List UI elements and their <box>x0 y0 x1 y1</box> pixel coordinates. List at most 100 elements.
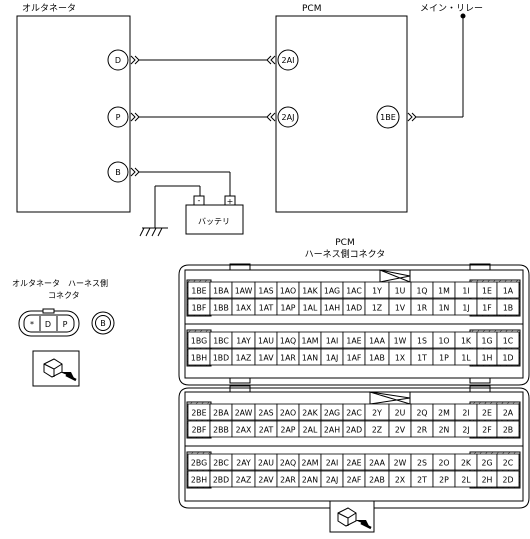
connector-pin-label: 2L <box>461 476 471 485</box>
connector-pin-label: 1L <box>461 354 471 363</box>
connector-pin-label: 1BH <box>191 354 207 363</box>
connector-pin-label: 2H <box>482 476 493 485</box>
connector-pin-label: 1AE <box>346 337 361 346</box>
connector-pin-label: 1Q <box>416 287 427 296</box>
connector-pin-label: 2AA <box>369 459 386 468</box>
connector-pin-cell <box>496 470 520 488</box>
connector-pin-label: 1Y <box>372 287 382 296</box>
connector-pin-label: 1AT <box>259 304 274 313</box>
connector-pin-label: 2A <box>503 409 514 418</box>
connector-pin-label: 1P <box>439 354 449 363</box>
connector-pin-cell <box>496 281 520 299</box>
connector-pin-label: 2Z <box>372 426 382 435</box>
pcm-terminal-2ai: 2AI <box>277 49 299 71</box>
connector-view-icon-alt <box>32 350 80 387</box>
alt-terminal-p: P <box>107 106 129 128</box>
connector-pin-label: 2AP <box>281 426 296 435</box>
connector-pin-label: 2G <box>481 459 492 468</box>
pcm-terminal-2aj: 2AJ <box>277 106 299 128</box>
connector-pin-label: 2D <box>503 476 514 485</box>
connector-pin-label: 1E <box>482 287 492 296</box>
connector-pin-label: 2M <box>438 409 450 418</box>
battery-label: バッテリ <box>198 217 230 226</box>
battery: - + バッテリ <box>185 195 244 235</box>
connector-pin-label: 1AP <box>281 304 296 313</box>
connector-pin-label: 1AG <box>324 287 340 296</box>
connector-pin-label: 2X <box>395 476 406 485</box>
connector-pin-label: 1BF <box>192 304 207 313</box>
connector-pin-label: 2AI <box>326 459 339 468</box>
connector-pin-label: 1Z <box>372 304 382 313</box>
wire-b-battery <box>130 167 231 198</box>
connector-pin-label: 1BC <box>213 337 229 346</box>
svg-text:B: B <box>100 319 106 328</box>
connector-pin-label: 1AQ <box>280 337 296 346</box>
pcm-terminal-1be: 1BE <box>376 105 400 129</box>
alt-connector-title-2: コネクタ <box>48 291 80 300</box>
connector-pin-label: 2V <box>395 426 406 435</box>
connector-pin-label: 2AB <box>369 476 385 485</box>
connector-pin-label: 1AN <box>302 354 318 363</box>
connector-pin-label: 1AK <box>302 287 318 296</box>
connector-pin-cell <box>496 453 520 471</box>
pcm-connector-title-2: ハーネス側コネクタ <box>305 248 386 260</box>
connector-pin-label: 2E <box>482 409 492 418</box>
connector-pin-label: 1T <box>417 354 427 363</box>
connector-pin-label: 1B <box>503 304 513 313</box>
connector-pin-label: 2AD <box>346 426 362 435</box>
connector-pin-label: 2AU <box>258 459 274 468</box>
svg-text:B: B <box>115 168 121 177</box>
connector-pin-label: 1AC <box>346 287 362 296</box>
connector-pin-label: 2AT <box>259 426 274 435</box>
connector-pin-label: 2R <box>417 426 428 435</box>
pcm-connector-title-1: PCM <box>335 238 354 248</box>
pcm-connector-1-frame <box>178 263 530 386</box>
connector-pin-label: 1AB <box>369 354 385 363</box>
connector-pin-label: 2AR <box>280 476 296 485</box>
pcm-box <box>275 15 408 213</box>
connector-pin-label: 1AA <box>369 337 386 346</box>
connector-pin-label: 2BH <box>191 476 207 485</box>
connector-pin-label: 2T <box>417 476 427 485</box>
alt-terminal-b: B <box>107 161 129 183</box>
connector-pin-label: 1S <box>417 337 427 346</box>
wire-d-2ai <box>130 55 276 65</box>
connector-pin-cell <box>496 348 520 366</box>
connector-pin-cell <box>496 298 520 316</box>
connector-pin-label: 1AU <box>258 337 274 346</box>
connector-pin-label: 2AX <box>236 426 252 435</box>
connector-pin-label: 2AZ <box>236 476 252 485</box>
connector-pin-label: 2AK <box>302 409 318 418</box>
connector-pin-label: 2BD <box>213 476 229 485</box>
connector-pin-label: 1V <box>395 304 406 313</box>
ground-symbol <box>139 227 168 237</box>
connector-pin-cell <box>496 403 520 421</box>
connector-pin-label: 1AJ <box>326 354 339 363</box>
connector-pin-label: 1BD <box>213 354 229 363</box>
connector-pin-label: 2BE <box>191 409 206 418</box>
connector-pin-label: 2U <box>395 409 406 418</box>
connector-pin-label: 2BB <box>213 426 229 435</box>
connector-pin-label: 2B <box>503 426 513 435</box>
connector-pin-label: 1AL <box>303 304 318 313</box>
connector-pin-label: 1AR <box>280 354 296 363</box>
connector-pin-label: 1J <box>462 304 469 313</box>
connector-pin-label: 1AZ <box>236 354 252 363</box>
connector-pin-label: 2BG <box>191 459 207 468</box>
connector-pin-label: 1AD <box>346 304 362 313</box>
connector-pin-label: 2AG <box>324 409 340 418</box>
connector-pin-cell <box>496 420 520 438</box>
connector-pin-label: 2F <box>482 426 492 435</box>
connector-pin-cell <box>496 331 520 349</box>
connector-pin-label: 2Y <box>372 409 382 418</box>
connector-pin-label: 1AM <box>301 337 318 346</box>
connector-pin-label: 2AW <box>235 409 253 418</box>
connector-pin-label: 1AW <box>235 287 253 296</box>
svg-text:1BE: 1BE <box>380 113 396 122</box>
alt-pin-p: P <box>63 320 68 329</box>
connector-pin-label: 1N <box>439 304 450 313</box>
alt-harness-connector <box>18 308 80 337</box>
connector-pin-label: 2AC <box>346 409 362 418</box>
